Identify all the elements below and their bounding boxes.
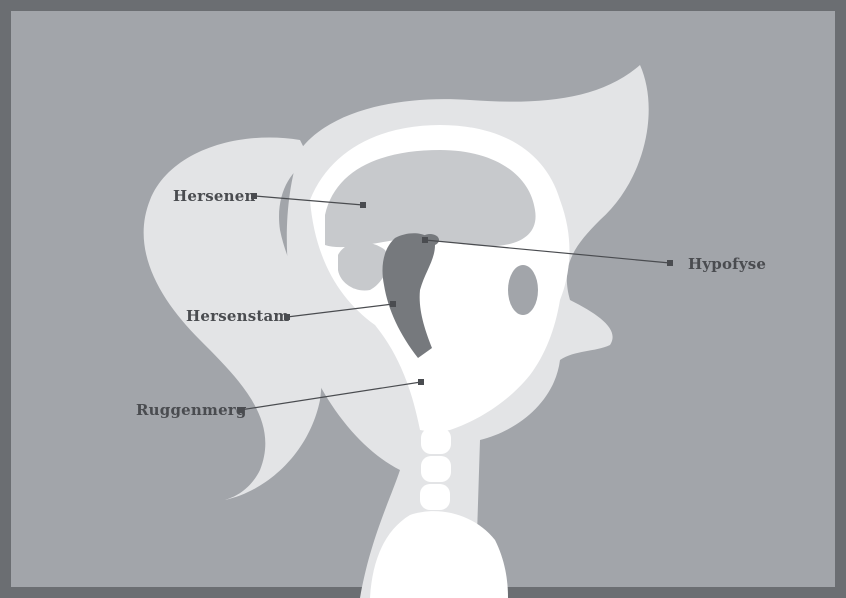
label-hersenstam: Hersenstam [186, 307, 289, 325]
leader-marker-hypofyse-start [422, 237, 428, 243]
eye-socket [508, 265, 538, 315]
leader-marker-ruggenmerg-end [418, 379, 424, 385]
label-hersenen: Hersenen [173, 187, 256, 205]
label-hypofyse: Hypofyse [688, 255, 766, 273]
leader-marker-hersenstam-end [390, 301, 396, 307]
leader-marker-hersenen-end [360, 202, 366, 208]
spine [418, 370, 451, 510]
leader-marker-hypofyse-end [667, 260, 673, 266]
label-ruggenmerg: Ruggenmerg [136, 401, 247, 419]
